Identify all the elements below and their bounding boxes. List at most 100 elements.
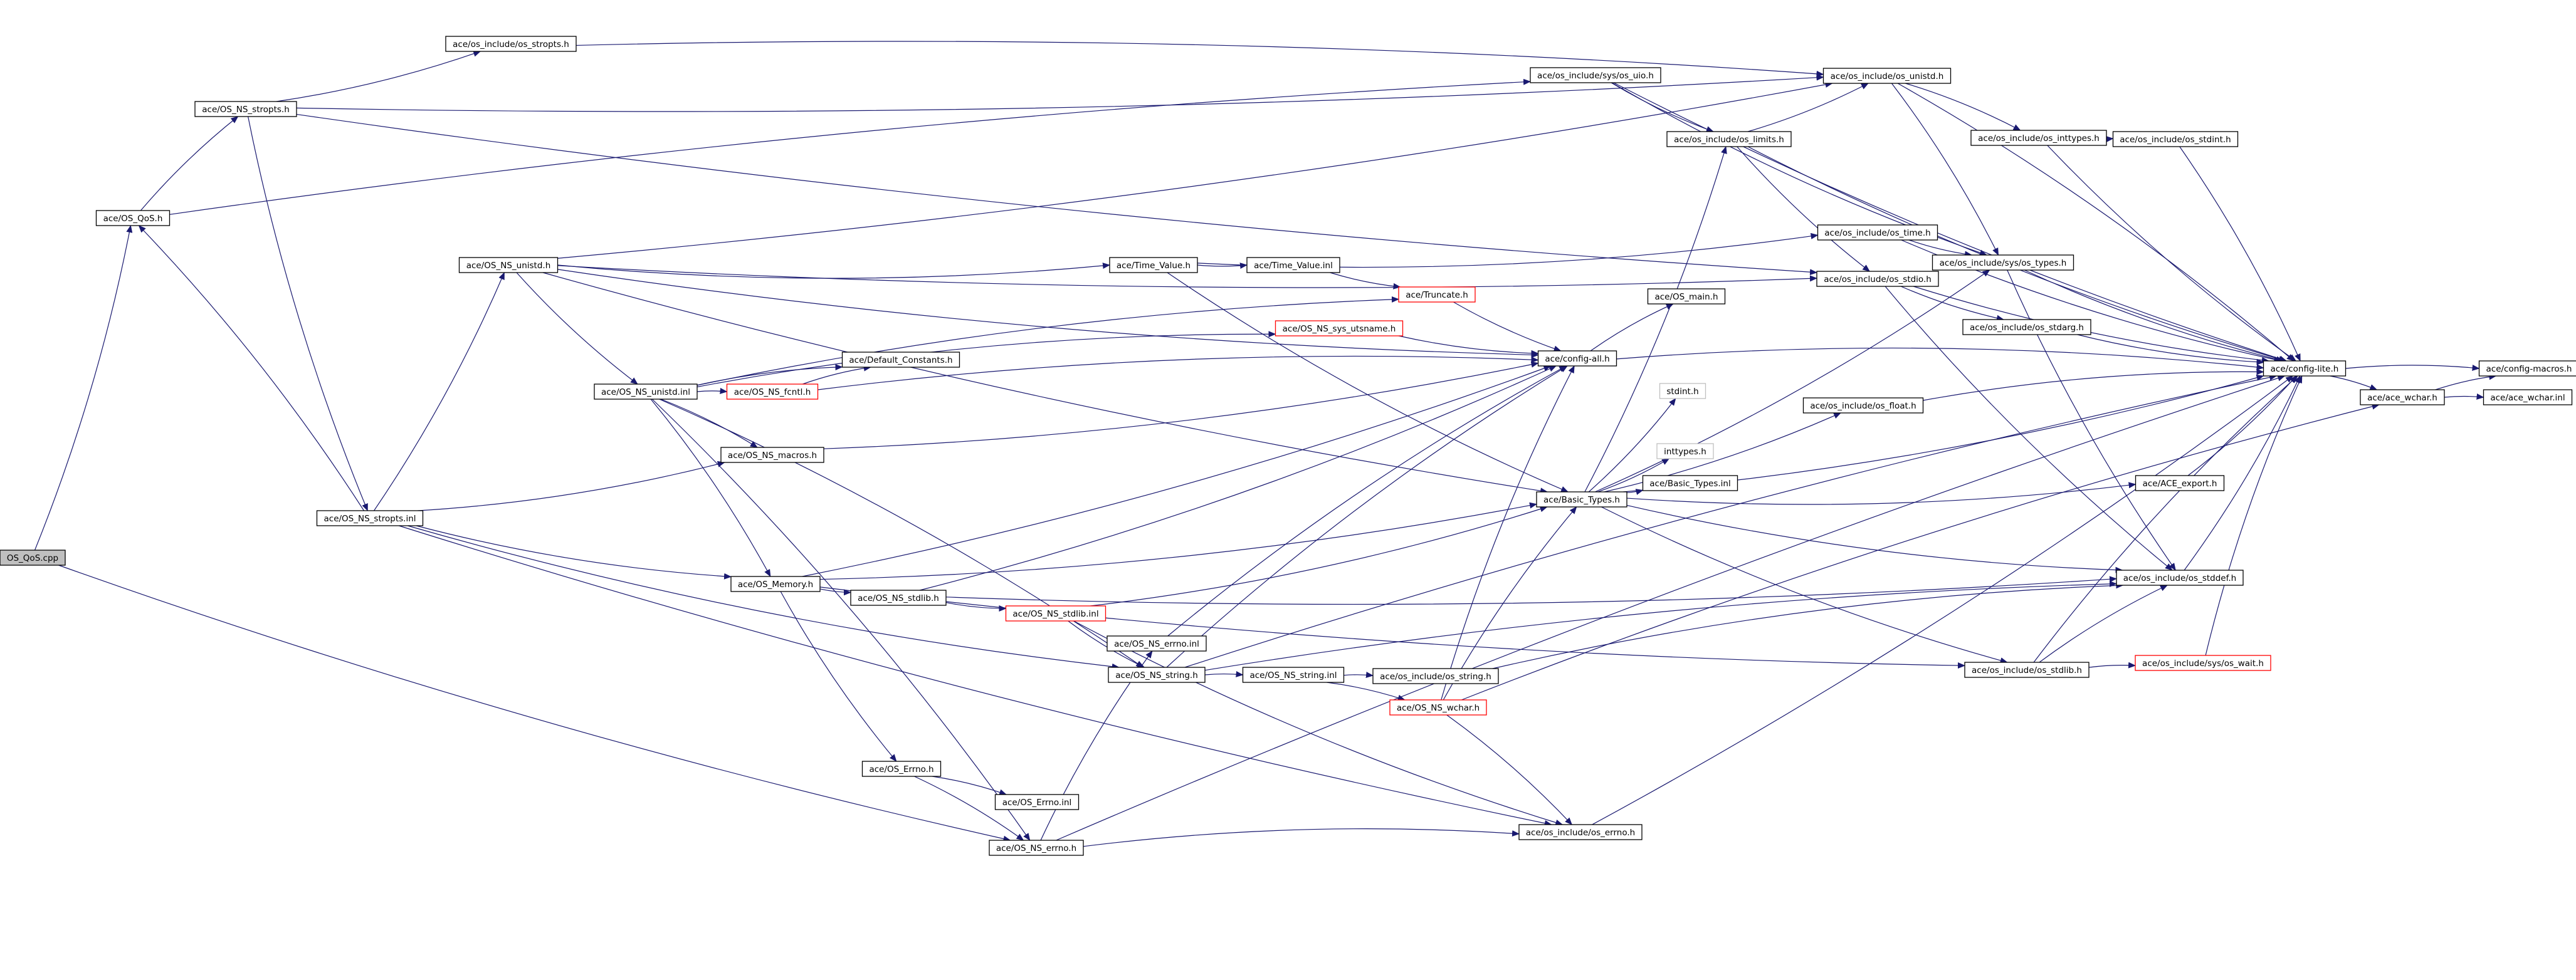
edge-line <box>2007 269 2176 571</box>
graph-node[interactable]: ace/ace_wchar.inl <box>2483 389 2573 405</box>
edge-line <box>399 525 1552 826</box>
edge-line <box>2345 364 2480 371</box>
edge-line <box>650 399 771 577</box>
edge-line <box>1626 504 2123 573</box>
graph-node[interactable]: ace/ACE_export.h <box>2135 475 2225 491</box>
node-label: ace/os_include/os_time.h <box>1824 228 1930 238</box>
edge-line <box>1184 374 2278 668</box>
graph-node[interactable]: ace/Basic_Types.h <box>1536 491 1627 508</box>
graph-node[interactable]: ace/OS_NS_wchar.h <box>1389 699 1487 716</box>
graph-node[interactable]: ace/os_include/os_errno.h <box>1518 824 1643 840</box>
graph-node[interactable]: ace/OS_NS_string.inl <box>1242 667 1345 683</box>
edge-line <box>1073 620 1564 826</box>
include-edge <box>1604 412 1841 493</box>
include-edge <box>1908 239 1972 258</box>
edge-line <box>1197 263 1248 269</box>
node-label: ace/OS_NS_stropts.inl <box>324 514 416 524</box>
graph-node[interactable]: ace/os_include/os_stdio.h <box>1816 271 1939 287</box>
node-box <box>1666 131 1792 147</box>
edge-line <box>1327 682 1406 701</box>
graph-node[interactable]: ace/Truncate.h <box>1398 286 1476 303</box>
edge-line <box>2033 375 2298 663</box>
edge-line <box>819 586 1965 669</box>
edge-line <box>296 74 1824 112</box>
node-box <box>1372 668 1499 684</box>
graph-node[interactable]: ace/os_include/os_stropts.h <box>445 36 577 52</box>
graph-node[interactable]: ace/os_include/os_float.h <box>1802 397 1924 414</box>
graph-node[interactable]: ace/OS_NS_stropts.inl <box>316 510 424 526</box>
graph-node[interactable]: OS_QoS.cpp <box>0 550 66 566</box>
graph-node[interactable]: ace/os_include/sys/os_types.h <box>1932 254 2074 271</box>
graph-node[interactable]: ace/os_include/os_time.h <box>1817 224 1938 241</box>
graph-node[interactable]: ace/OS_NS_string.h <box>1108 667 1206 683</box>
edge-line <box>1441 365 1575 701</box>
graph-node[interactable]: ace/os_include/os_inttypes.h <box>1970 130 2107 146</box>
graph-node[interactable]: ace/config-lite.h <box>2263 360 2347 377</box>
node-box <box>1398 286 1476 303</box>
graph-node[interactable]: ace/ace_wchar.h <box>2360 389 2445 405</box>
graph-node[interactable]: ace/os_include/os_string.h <box>1372 668 1499 684</box>
node-label: ace/OS_QoS.h <box>103 214 163 224</box>
edge-line <box>407 525 1120 670</box>
include-edge <box>780 591 897 762</box>
graph-node[interactable]: ace/OS_NS_sys_utsname.h <box>1275 320 1404 336</box>
node-box <box>1962 319 2091 335</box>
include-edge <box>576 41 1824 77</box>
graph-node[interactable]: ace/os_include/os_stdint.h <box>2112 131 2239 147</box>
include-edge <box>557 265 1817 288</box>
graph-node[interactable]: ace/OS_NS_unistd.inl <box>594 383 698 400</box>
graph-node[interactable]: ace/Time_Value.inl <box>1246 257 1340 273</box>
graph-node[interactable]: ace/os_include/sys/os_uio.h <box>1530 67 1661 83</box>
graph-node[interactable]: ace/OS_Errno.h <box>861 761 942 777</box>
graph-node[interactable]: ace/os_include/os_unistd.h <box>1822 68 1952 84</box>
edge-line <box>2205 375 2303 656</box>
include-edge <box>914 776 1024 841</box>
edge-line <box>823 361 1539 449</box>
include-edge <box>1900 286 2004 321</box>
edge-line <box>1492 582 2124 669</box>
node-label: ace/config-macros.h <box>2486 364 2572 374</box>
edge-line <box>1613 82 2287 362</box>
edge-line <box>1588 398 1676 493</box>
graph-node[interactable]: ace/OS_NS_errno.inl <box>1107 635 1207 652</box>
graph-node[interactable]: ace/OS_NS_macros.h <box>720 447 824 463</box>
node-label: OS_QoS.cpp <box>7 553 58 563</box>
graph-node[interactable]: ace/OS_NS_fcntl.h <box>726 383 819 400</box>
graph-node[interactable]: ace/os_include/os_stdarg.h <box>1962 319 2091 335</box>
graph-node[interactable]: ace/Basic_Types.inl <box>1642 475 1738 491</box>
node-box <box>2112 131 2239 147</box>
node-box <box>1530 67 1661 83</box>
graph-node[interactable]: ace/OS_NS_stropts.h <box>194 101 297 117</box>
graph-node[interactable]: ace/os_include/sys/os_wait.h <box>2135 655 2271 671</box>
edge-line <box>1595 269 1990 493</box>
include-edge <box>1613 82 2287 362</box>
graph-node[interactable]: ace/OS_Memory.h <box>730 576 821 592</box>
include-edge <box>296 113 1817 276</box>
node-box <box>1642 475 1738 491</box>
node-box <box>1964 662 2090 678</box>
graph-node[interactable]: ace/OS_QoS.h <box>95 210 171 226</box>
graph-node[interactable]: ace/OS_NS_stdlib.h <box>850 590 947 606</box>
include-edge <box>1590 303 1674 352</box>
edge-line <box>169 78 1531 215</box>
graph-node[interactable]: ace/OS_main.h <box>1647 288 1726 305</box>
graph-node[interactable]: ace/Time_Value.h <box>1109 257 1198 273</box>
graph-node[interactable]: ace/OS_Errno.inl <box>994 794 1080 810</box>
graph-node[interactable]: ace/os_include/os_stddef.h <box>2116 570 2244 586</box>
graph-node[interactable]: stdint.h <box>1659 383 1706 399</box>
graph-node[interactable]: ace/OS_NS_unistd.h <box>458 257 559 273</box>
edge-line <box>2184 375 2301 571</box>
include-edge <box>1090 506 1548 607</box>
edge-line <box>819 502 1537 580</box>
graph-node[interactable]: ace/os_include/os_stdlib.h <box>1964 662 2090 678</box>
include-edge <box>2007 269 2176 571</box>
node-box <box>458 257 559 273</box>
graph-node[interactable]: ace/config-all.h <box>1537 350 1617 367</box>
graph-node[interactable]: ace/os_include/os_limits.h <box>1666 131 1792 147</box>
graph-node[interactable]: inttypes.h <box>1656 443 1714 459</box>
graph-node[interactable]: ace/Default_Constants.h <box>841 352 960 368</box>
graph-node[interactable]: ace/config-macros.h <box>2478 360 2576 377</box>
graph-node[interactable]: ace/OS_NS_errno.h <box>989 840 1084 856</box>
graph-node[interactable]: ace/OS_NS_stdlib.inl <box>1005 605 1107 622</box>
include-edge <box>1601 506 2008 664</box>
